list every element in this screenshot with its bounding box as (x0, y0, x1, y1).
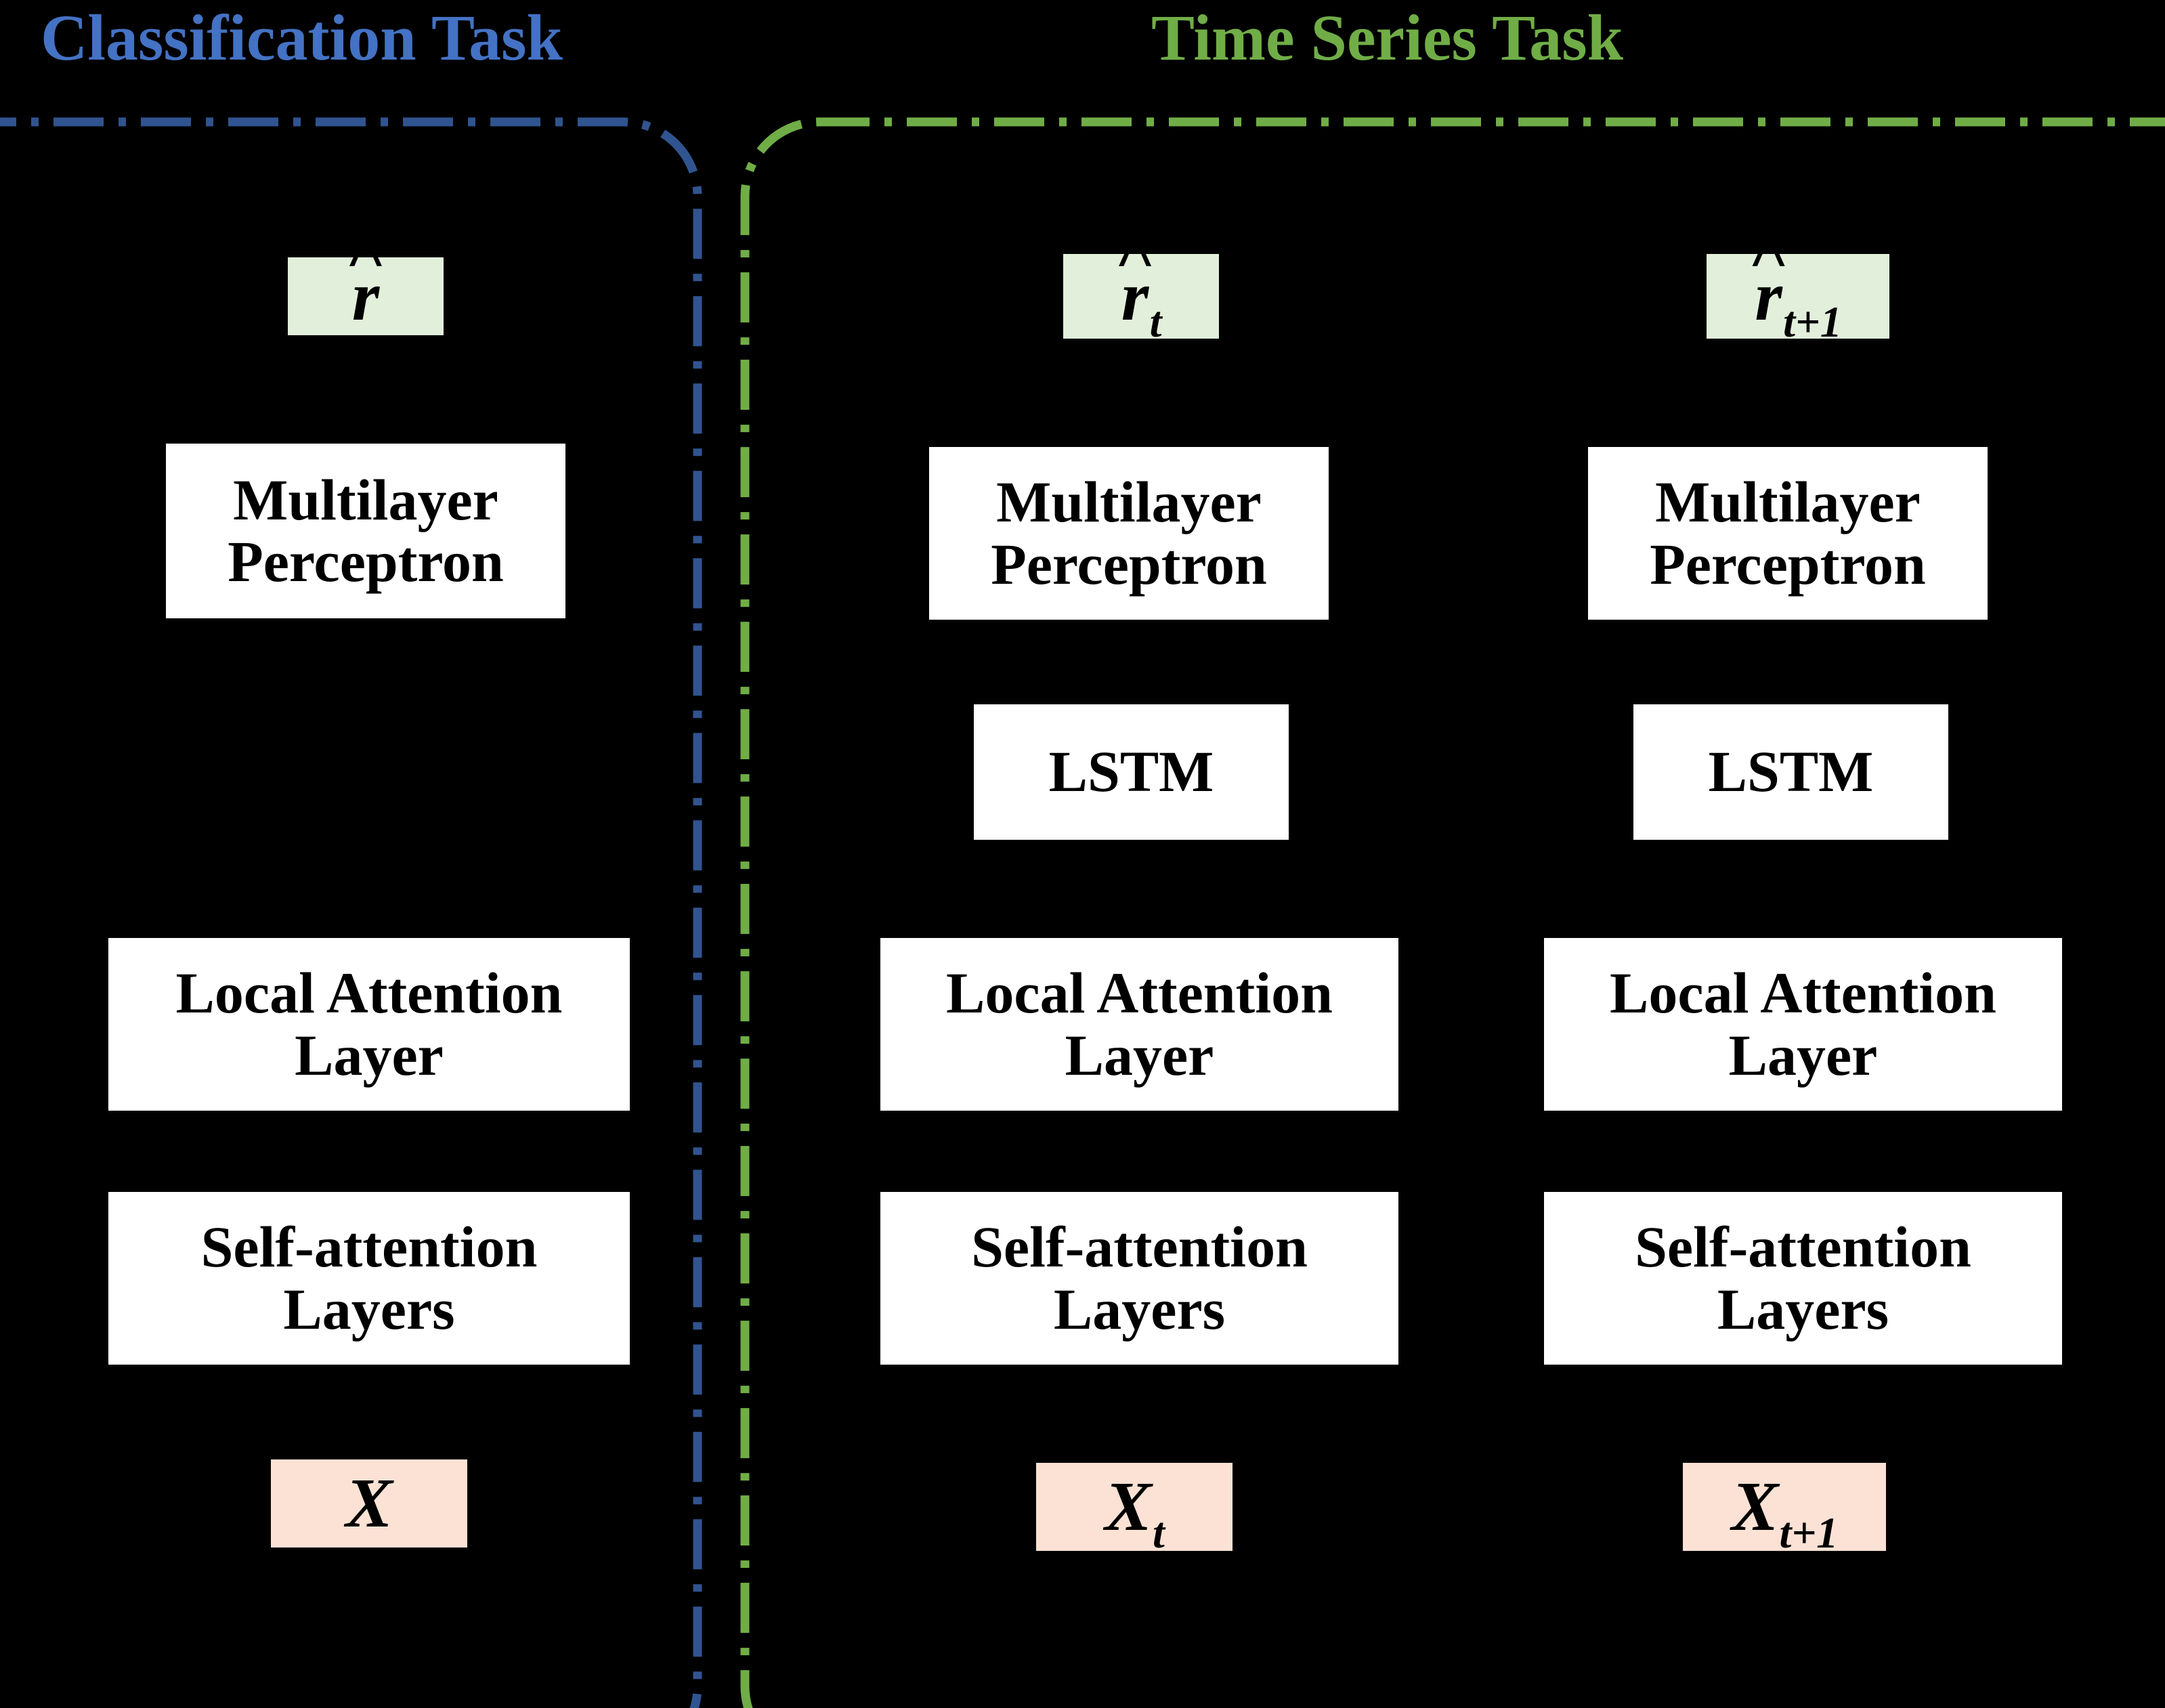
node-local-attention-t1[interactable]: Local Attention Layer (1544, 938, 2062, 1111)
node-self-attention-classification[interactable]: Self-attention Layers (108, 1192, 630, 1365)
node-self-attention-t1[interactable]: Self-attention Layers (1544, 1192, 2062, 1365)
hat-accent: ^ (1748, 254, 1789, 296)
node-output-r-t1[interactable]: ^ r t+1 (1707, 254, 1889, 339)
math-r-hat: ^ r (345, 257, 386, 332)
node-self-attention-t[interactable]: Self-attention Layers (880, 1192, 1398, 1365)
node-output-r-classification[interactable]: ^ r (288, 257, 444, 335)
node-lstm-t1[interactable]: LSTM (1633, 704, 1948, 840)
math-subscript: t (1153, 1508, 1165, 1551)
math-subscript: t+1 (1779, 1508, 1839, 1551)
math-subscript: t (1149, 298, 1162, 339)
node-label-line1: Multilayer (233, 467, 498, 532)
math-r-hat-t: ^ r t (1115, 254, 1162, 339)
node-label: Self-attention Layers (1544, 1216, 2062, 1340)
node-label-line1: Self-attention (200, 1214, 538, 1280)
node-label-line1: LSTM (1708, 739, 1874, 805)
hat-accent: ^ (345, 257, 386, 292)
node-label: LSTM (974, 741, 1289, 803)
node-label-line1: Self-attention (1635, 1214, 1971, 1280)
hat-accent: ^ (1114, 254, 1156, 296)
timeseries-panel-title: Time Series Task (1151, 1, 1624, 74)
node-mlp-t1[interactable]: Multilayer Perceptron (1588, 447, 1988, 620)
math-base-symbol: X (1731, 1468, 1779, 1545)
math-r-hat-t1: ^ r t+1 (1748, 254, 1842, 339)
node-label-line2: Layer (1065, 1022, 1214, 1088)
node-label: Self-attention Layers (108, 1216, 630, 1340)
node-local-attention-t[interactable]: Local Attention Layer (880, 938, 1398, 1111)
node-input-x-classification[interactable]: X (271, 1459, 467, 1547)
node-label: Local Attention Layer (1544, 962, 2062, 1086)
math-base-symbol: X (1105, 1468, 1152, 1545)
node-label: Multilayer Perceptron (1588, 471, 1988, 595)
node-label-line2: Perceptron (228, 529, 504, 594)
node-label-line1: Local Attention (175, 960, 563, 1026)
timeseries-panel-border (740, 117, 2165, 1708)
node-label-line2: Layers (283, 1276, 455, 1342)
node-label-line2: Perceptron (991, 531, 1267, 597)
node-label: Local Attention Layer (880, 962, 1398, 1086)
node-label: Local Attention Layer (108, 962, 630, 1086)
node-label-line2: Layers (1053, 1276, 1226, 1342)
node-mlp-t[interactable]: Multilayer Perceptron (929, 447, 1329, 620)
node-label-line2: Layers (1717, 1276, 1889, 1342)
node-lstm-t[interactable]: LSTM (974, 704, 1289, 840)
node-label-line1: Multilayer (996, 469, 1262, 535)
node-local-attention-classification[interactable]: Local Attention Layer (108, 938, 630, 1111)
math-base-symbol: r (1121, 257, 1149, 335)
classification-panel-title: Classification Task (41, 1, 563, 74)
math-x: X (345, 1468, 392, 1539)
node-label-line1: Multilayer (1655, 469, 1921, 535)
node-label-line2: Layer (1728, 1022, 1878, 1088)
node-label: LSTM (1633, 741, 1948, 803)
node-label-line1: LSTM (1048, 739, 1214, 805)
node-label-line1: Self-attention (971, 1214, 1308, 1280)
math-subscript: t+1 (1783, 298, 1842, 339)
node-label-line2: Layer (295, 1022, 444, 1088)
math-base-symbol: r (351, 257, 380, 335)
node-label: Multilayer Perceptron (929, 471, 1329, 595)
node-label-line1: Local Attention (1610, 960, 1996, 1026)
node-mlp-classification[interactable]: Multilayer Perceptron (166, 444, 565, 618)
node-label: Multilayer Perceptron (166, 469, 565, 593)
node-label-line1: Local Attention (946, 960, 1333, 1026)
node-label-line2: Perceptron (1650, 531, 1926, 597)
node-output-r-t[interactable]: ^ r t (1063, 254, 1219, 339)
math-base-symbol: r (1755, 257, 1782, 335)
math-base-symbol: X (345, 1464, 393, 1542)
node-label: Self-attention Layers (880, 1216, 1398, 1340)
